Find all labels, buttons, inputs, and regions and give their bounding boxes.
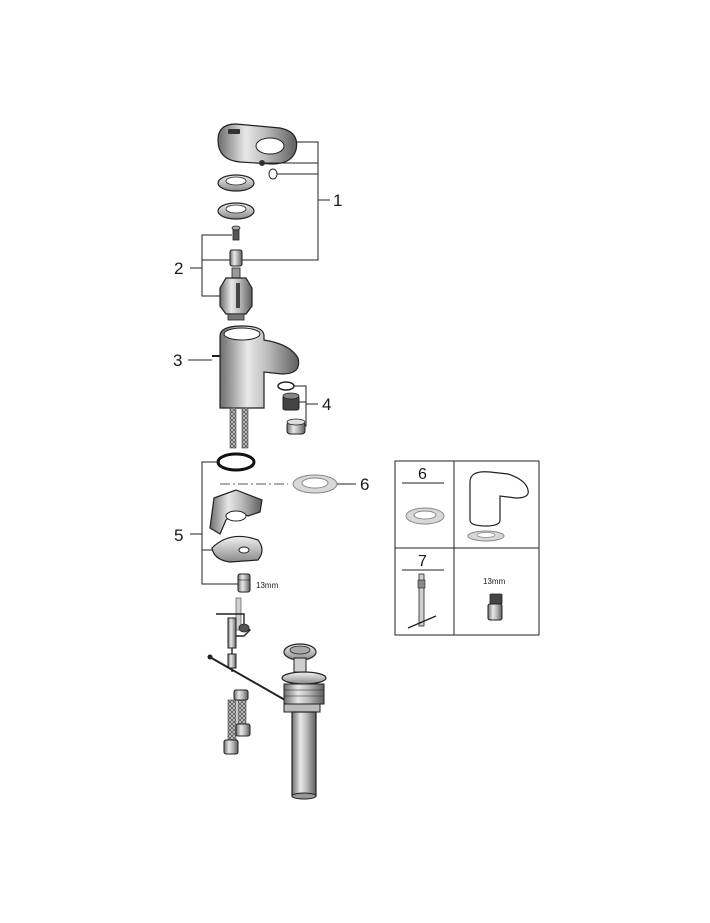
callout-6: 6 [360, 475, 369, 494]
aerator-insert [282, 392, 300, 411]
handle-lever [217, 123, 298, 165]
handle-set-screw [259, 160, 278, 180]
inset-wrench-tool [407, 573, 437, 629]
leader-lines-2 [190, 234, 232, 297]
pop-up-waste [281, 643, 327, 800]
leader-lines-5 [190, 461, 238, 585]
inset-wrench-size-label: 13mm [483, 577, 506, 586]
faucet-body [212, 325, 300, 409]
inset-spacer-washer [405, 507, 445, 525]
callout-1: 1 [333, 191, 342, 210]
cartridge-screw [231, 225, 241, 241]
inset-panel-6-number: 6 [418, 466, 427, 483]
callout-5: 5 [174, 526, 183, 545]
wrench-size-label: 13mm [256, 581, 279, 590]
cap-ring-lower [217, 202, 255, 220]
leader-lines-1 [202, 141, 330, 261]
callout-4: 4 [322, 395, 331, 414]
pop-up-lift-rod [216, 613, 252, 672]
o-ring-seal [216, 452, 256, 472]
spacer-washer [292, 474, 338, 494]
pop-up-linkage [207, 654, 293, 705]
aerator-washer [277, 381, 295, 391]
cartridge-adapter [229, 249, 243, 267]
aerator-housing [286, 418, 306, 435]
leader-lines-4 [294, 385, 318, 427]
callout-2: 2 [174, 259, 183, 278]
cartridge [219, 267, 253, 321]
inset-faucet-installed [467, 471, 529, 542]
callout-3: 3 [173, 351, 182, 370]
supply-hoses-upper [229, 407, 249, 449]
mounting-plate [211, 535, 263, 563]
mounting-bracket [209, 489, 263, 535]
cap-ring-upper [217, 174, 255, 192]
inset-nut-key [487, 593, 503, 621]
inset-panel-7-number: 7 [418, 553, 427, 570]
mounting-nut [237, 573, 251, 593]
